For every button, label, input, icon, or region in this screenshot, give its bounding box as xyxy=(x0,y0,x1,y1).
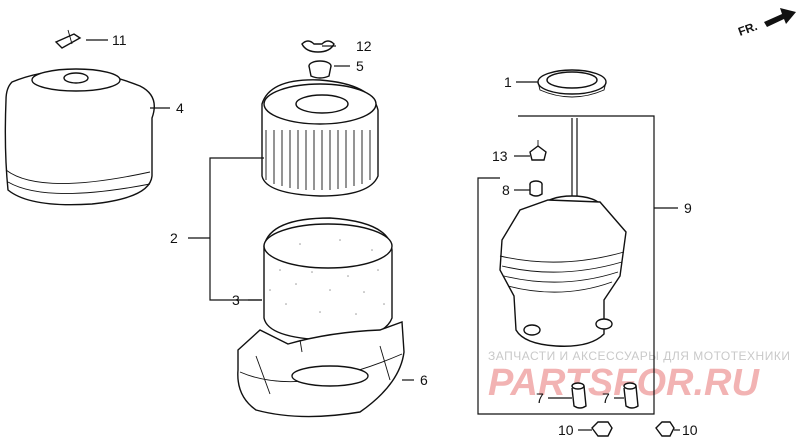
air-cleaner-cover xyxy=(4,68,155,206)
callout-1: 1 xyxy=(504,74,512,90)
wing-nut xyxy=(301,40,335,53)
watermark-subtitle: ЗАПЧАСТИ И АКСЕССУАРЫ ДЛЯ МОТОТЕХНИКИ xyxy=(488,349,790,363)
callout-12: 12 xyxy=(356,38,372,54)
foam-pre-filter xyxy=(263,217,393,341)
callout-4: 4 xyxy=(176,100,184,116)
callout-7-right: 7 xyxy=(602,390,610,406)
front-direction-indicator: FR. xyxy=(736,8,796,39)
watermark: ЗАПЧАСТИ И АКСЕССУАРЫ ДЛЯ МОТОТЕХНИКИ PA… xyxy=(488,349,790,404)
callout-8: 8 xyxy=(502,182,510,198)
grommet xyxy=(308,60,332,79)
callout-13: 13 xyxy=(492,148,508,164)
breather-tube-right xyxy=(623,382,639,409)
callout-6: 6 xyxy=(420,372,428,388)
cover-clip xyxy=(54,29,82,49)
nut-left xyxy=(591,421,613,437)
callout-3: 3 xyxy=(232,292,240,308)
callout-5: 5 xyxy=(356,58,364,74)
front-arrow-icon xyxy=(764,8,796,27)
callout-11: 11 xyxy=(112,32,127,48)
assembly-bracket-9 xyxy=(477,115,655,415)
nut-right xyxy=(655,421,675,437)
bolt xyxy=(529,140,547,161)
callout-10-right: 10 xyxy=(682,422,698,438)
callout-10-left: 10 xyxy=(558,422,574,438)
watermark-brand: PARTSFOR.RU xyxy=(488,362,760,404)
gasket xyxy=(537,69,607,98)
callout-7-left: 7 xyxy=(536,390,544,406)
collar xyxy=(529,180,543,197)
breather-tube-left xyxy=(571,382,587,409)
assembly-bracket-2 xyxy=(209,157,264,301)
paper-filter-element xyxy=(261,79,379,197)
front-label: FR. xyxy=(736,19,759,39)
air-cleaner-case xyxy=(237,321,405,418)
elbow-assembly xyxy=(499,118,627,347)
callout-9: 9 xyxy=(684,200,692,216)
callout-labels: 11 4 12 5 2 3 6 1 13 8 9 7 7 10 10 xyxy=(112,32,698,438)
callout-2: 2 xyxy=(170,230,178,246)
leader-lines xyxy=(86,39,680,431)
